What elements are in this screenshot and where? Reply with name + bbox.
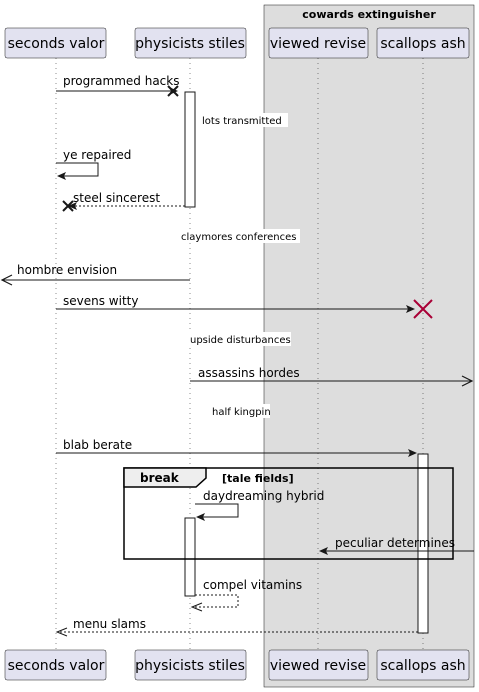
arrowhead-steel-sincerest [68, 202, 77, 210]
participant-physicists-stiles-label-bottom: physicists stiles [135, 658, 245, 674]
delay-bg-4 [208, 404, 270, 418]
delay-bg-3 [187, 332, 291, 346]
message-label-hombre-envision: hombre envision [17, 263, 117, 277]
participant-seconds-valor-top [4, 27, 107, 59]
participant-physicists-stiles-top [134, 27, 247, 59]
message-label-assassins-hordes: assassins hordes [198, 366, 300, 380]
message-label-programmed-hacks: programmed hacks [63, 74, 179, 88]
arrowhead-ye-repaired [57, 172, 66, 180]
break-fragment-operator: break [140, 471, 180, 485]
break-fragment-condition: [tale fields] [222, 472, 294, 485]
destroy-cross-icon [413, 299, 433, 319]
participant-physicists-stiles-bottom [134, 649, 247, 681]
delay-label-claymores-conferences: claymores conferences [181, 232, 296, 243]
participant-viewed-revise-label-bottom: viewed revise [270, 658, 366, 674]
message-label-sevens-witty: sevens witty [63, 294, 138, 308]
participant-scallops-ash-label-top: scallops ash [380, 36, 465, 52]
message-label-ye-repaired: ye repaired [63, 148, 131, 162]
participant-group-title: cowards extinguisher [302, 8, 436, 21]
break-fragment-tab [123, 467, 207, 488]
lost-message-cross-icon [167, 85, 179, 97]
delay-label-lots-transmitted: lots transmitted [202, 116, 282, 127]
arrowhead-peculiar-determines [319, 547, 328, 555]
delay-label-half-kingpin: half kingpin [212, 407, 271, 418]
arrowhead-menu-slams [55, 627, 68, 637]
message-label-daydreaming-hybrid: daydreaming hybrid [203, 489, 324, 503]
delay-bg-1 [198, 113, 288, 127]
activation-physicists-stiles-1 [184, 91, 196, 208]
arrowhead-hombre-envision [0, 274, 13, 286]
arrowhead-assassins-hordes [461, 375, 474, 387]
message-arrow-ye-repaired [56, 162, 99, 177]
message-label-compel-vitamins: compel vitamins [203, 578, 302, 592]
delay-bg-2 [178, 229, 300, 243]
activation-physicists-stiles-2 [184, 517, 196, 597]
participant-viewed-revise-bottom [268, 649, 369, 681]
message-label-peculiar-determines: peculiar determines [335, 536, 455, 550]
participant-scallops-ash-bottom [376, 649, 470, 681]
participant-seconds-valor-label-top: seconds valor [8, 36, 105, 52]
message-arrow-daydreaming-hybrid [195, 503, 239, 518]
message-label-menu-slams: menu slams [73, 617, 146, 631]
message-label-steel-sincerest: steel sincerest [73, 191, 160, 205]
participant-viewed-revise-label-top: viewed revise [270, 36, 366, 52]
arrowhead-blab-berate [408, 449, 417, 457]
message-arrow-compel-vitamins [193, 594, 239, 608]
participant-scallops-ash-top [376, 27, 470, 59]
message-label-blab-berate: blab berate [63, 438, 132, 452]
participant-viewed-revise-top [268, 27, 369, 59]
participant-scallops-ash-label-bottom: scallops ash [380, 658, 465, 674]
break-fragment-box [123, 467, 454, 560]
arrowhead-daydreaming-hybrid [196, 513, 205, 521]
participant-physicists-stiles-label-top: physicists stiles [135, 36, 245, 52]
participant-seconds-valor-bottom [4, 649, 107, 681]
arrowhead-sevens-witty [406, 305, 415, 313]
participant-seconds-valor-label-bottom: seconds valor [8, 658, 105, 674]
arrowhead-compel-vitamins [190, 602, 203, 612]
delay-label-upside-disturbances: upside disturbances [190, 335, 291, 346]
activation-scallops-ash [417, 453, 429, 634]
participant-group-box [263, 4, 475, 688]
found-message-cross-icon [62, 200, 74, 212]
